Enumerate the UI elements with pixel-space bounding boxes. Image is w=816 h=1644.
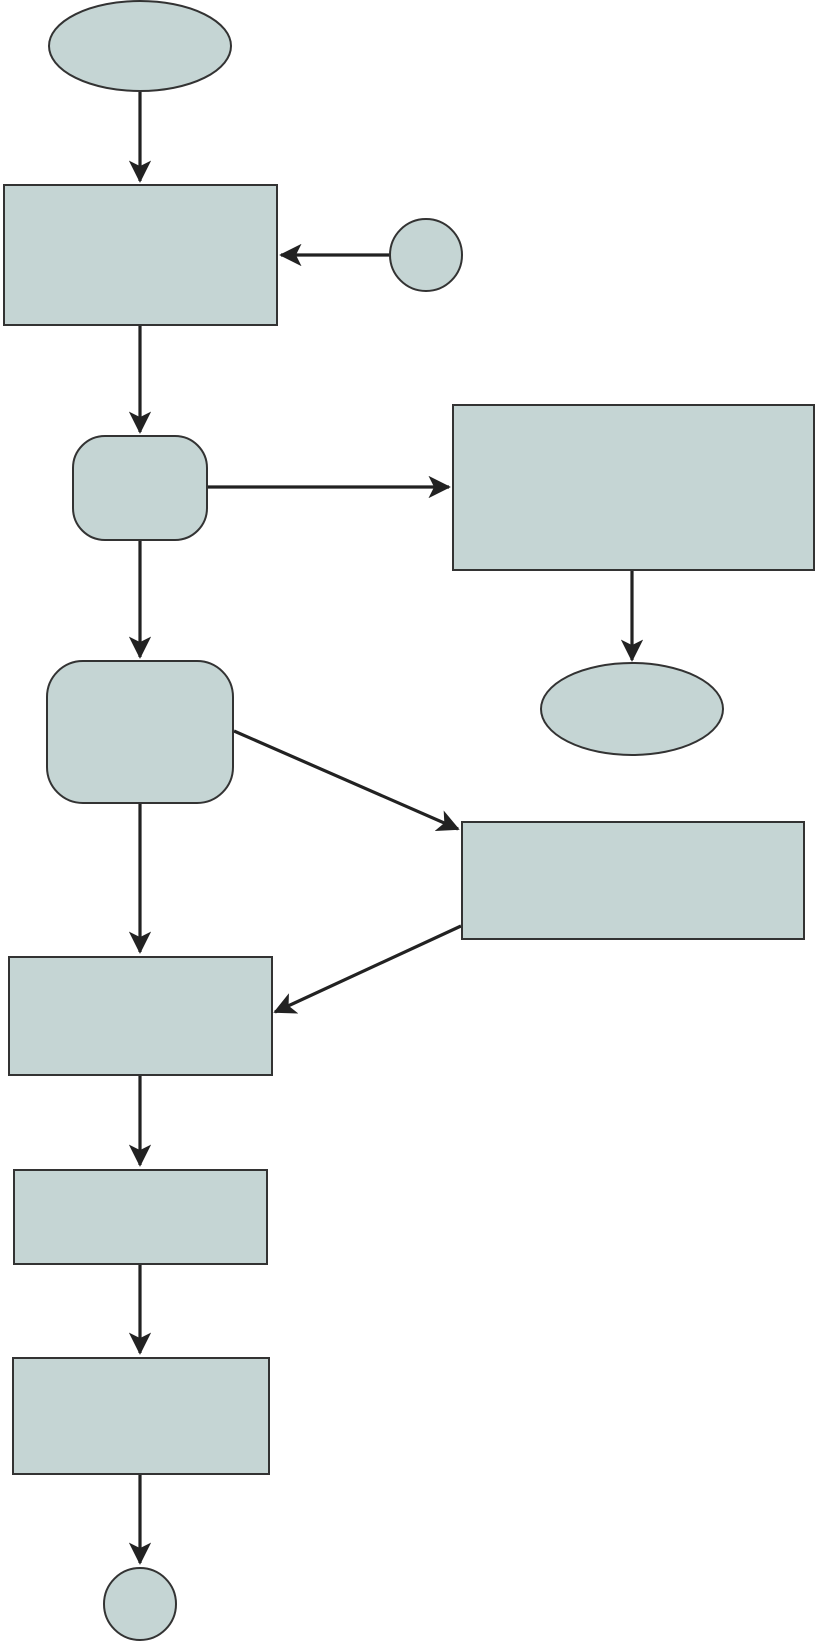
side-process-box-2 <box>461 821 805 940</box>
edge-decision-2-to-side-box-2 <box>233 729 460 832</box>
edges-layer <box>128 92 644 1565</box>
end-circle <box>103 1567 177 1641</box>
decision-box-2 <box>46 660 234 804</box>
side-process-box-1 <box>452 404 815 571</box>
edge-side-box-2-to-box-2 <box>273 924 462 1014</box>
decision-box-1 <box>72 435 208 541</box>
process-box-2 <box>8 956 273 1076</box>
process-box-1 <box>3 184 278 326</box>
nodes-layer <box>3 0 815 1641</box>
input-circle <box>389 218 463 292</box>
side-end-oval <box>540 662 724 756</box>
start-oval <box>48 0 232 92</box>
process-box-3 <box>13 1169 268 1265</box>
process-box-4 <box>12 1357 270 1475</box>
